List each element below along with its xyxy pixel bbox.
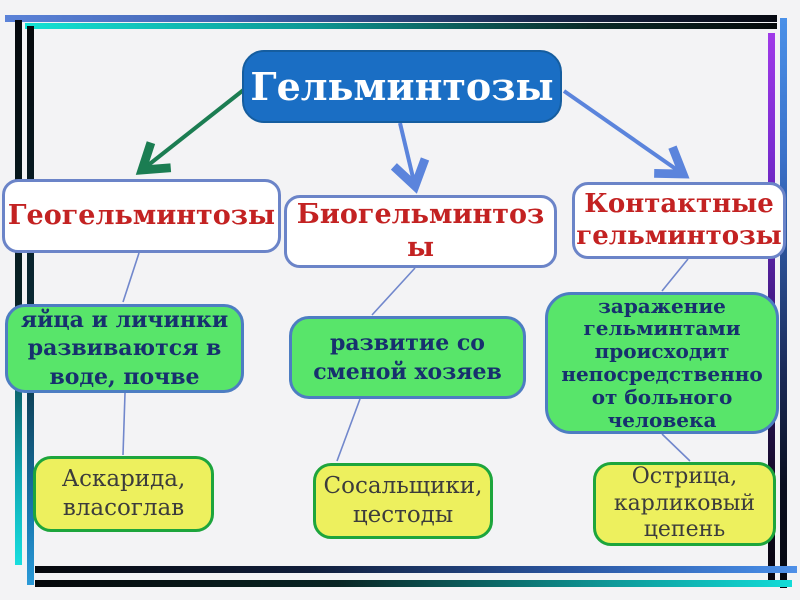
line-geo-desc-to-examples [122, 392, 126, 456]
node-contact-helminthoses: Контактные гельминтозы [572, 182, 786, 259]
node-root-title: Гельминтозы [242, 50, 562, 123]
frame-left-outer-bar [15, 20, 22, 565]
line-contact-desc-to-examples [661, 433, 691, 462]
line-bio-to-desc [371, 267, 416, 316]
arrow-root-to-contact-icon [562, 89, 690, 179]
node-geohelminthoses: Геогельминтозы [2, 179, 281, 253]
node-biohelminthoses: Биогельминтоз ы [284, 195, 557, 268]
frame-bottom-blue-line [35, 566, 797, 573]
node-contact-examples: Острица, карликовый цепень [593, 462, 776, 546]
line-bio-desc-to-examples [336, 398, 361, 462]
node-geo-examples: Аскарида, власоглав [33, 456, 214, 532]
frame-top-blue-line [5, 15, 777, 22]
node-geo-description: яйца и личинки развиваются в воде, почве [5, 304, 244, 393]
line-contact-to-desc [661, 258, 689, 292]
frame-top-cyan-line [25, 23, 777, 29]
node-contact-description: заражение гельминтами происходит непосре… [545, 292, 779, 434]
frame-bottom-cyan-line [35, 580, 792, 587]
line-geo-to-desc [122, 252, 140, 303]
arrow-root-to-bio-icon [390, 122, 430, 194]
frame-right-blue-bar [780, 18, 787, 588]
arrow-root-to-geo-icon [135, 86, 248, 175]
node-bio-examples: Сосальщики, цестоды [313, 463, 493, 539]
node-bio-description: развитие со сменой хозяев [289, 316, 526, 399]
